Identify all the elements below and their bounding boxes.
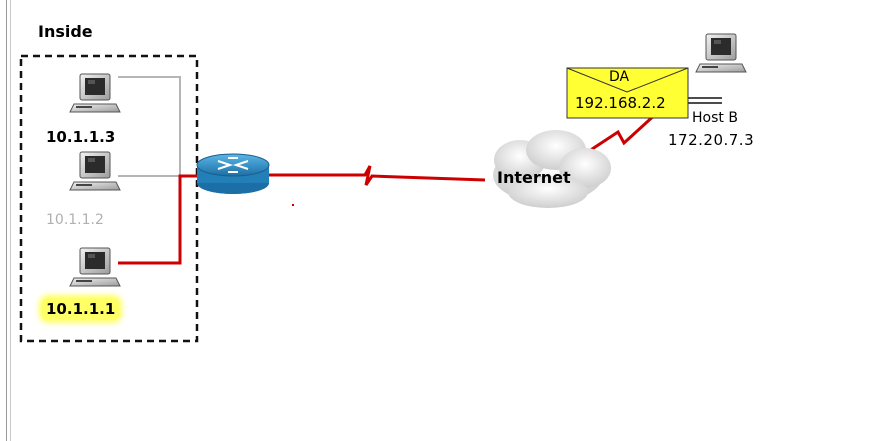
inside-label: Inside [38,22,93,41]
link-hostb-active [582,110,660,157]
internet-cloud-icon [493,130,611,208]
wan-link-active [268,165,486,186]
pc-icon-host3 [69,73,121,113]
internet-label: Internet [497,168,571,187]
host-b-name-label: Host B [692,110,738,126]
left-border-line [6,0,7,441]
host-b-ip-label: 172.20.7.3 [668,131,755,149]
envelope-packet-icon [566,67,689,119]
host1-ip-label-highlighted: 10.1.1.1 [42,298,120,320]
pc-icon-host2 [69,151,121,191]
envelope-address-label: 192.168.2.2 [575,94,666,112]
link-host1-active [118,174,202,265]
host2-ip-label: 10.1.1.2 [46,212,104,228]
envelope-da-label: DA [609,69,630,85]
left-border-line-inner [10,0,11,441]
pc-icon-host1 [69,247,121,287]
router-icon [196,153,270,194]
link-host3 [118,76,200,177]
inside-boundary [19,54,199,343]
stray-dot [292,204,294,206]
pc-icon-host-b [695,33,747,73]
host3-ip-label: 10.1.1.3 [46,128,116,146]
